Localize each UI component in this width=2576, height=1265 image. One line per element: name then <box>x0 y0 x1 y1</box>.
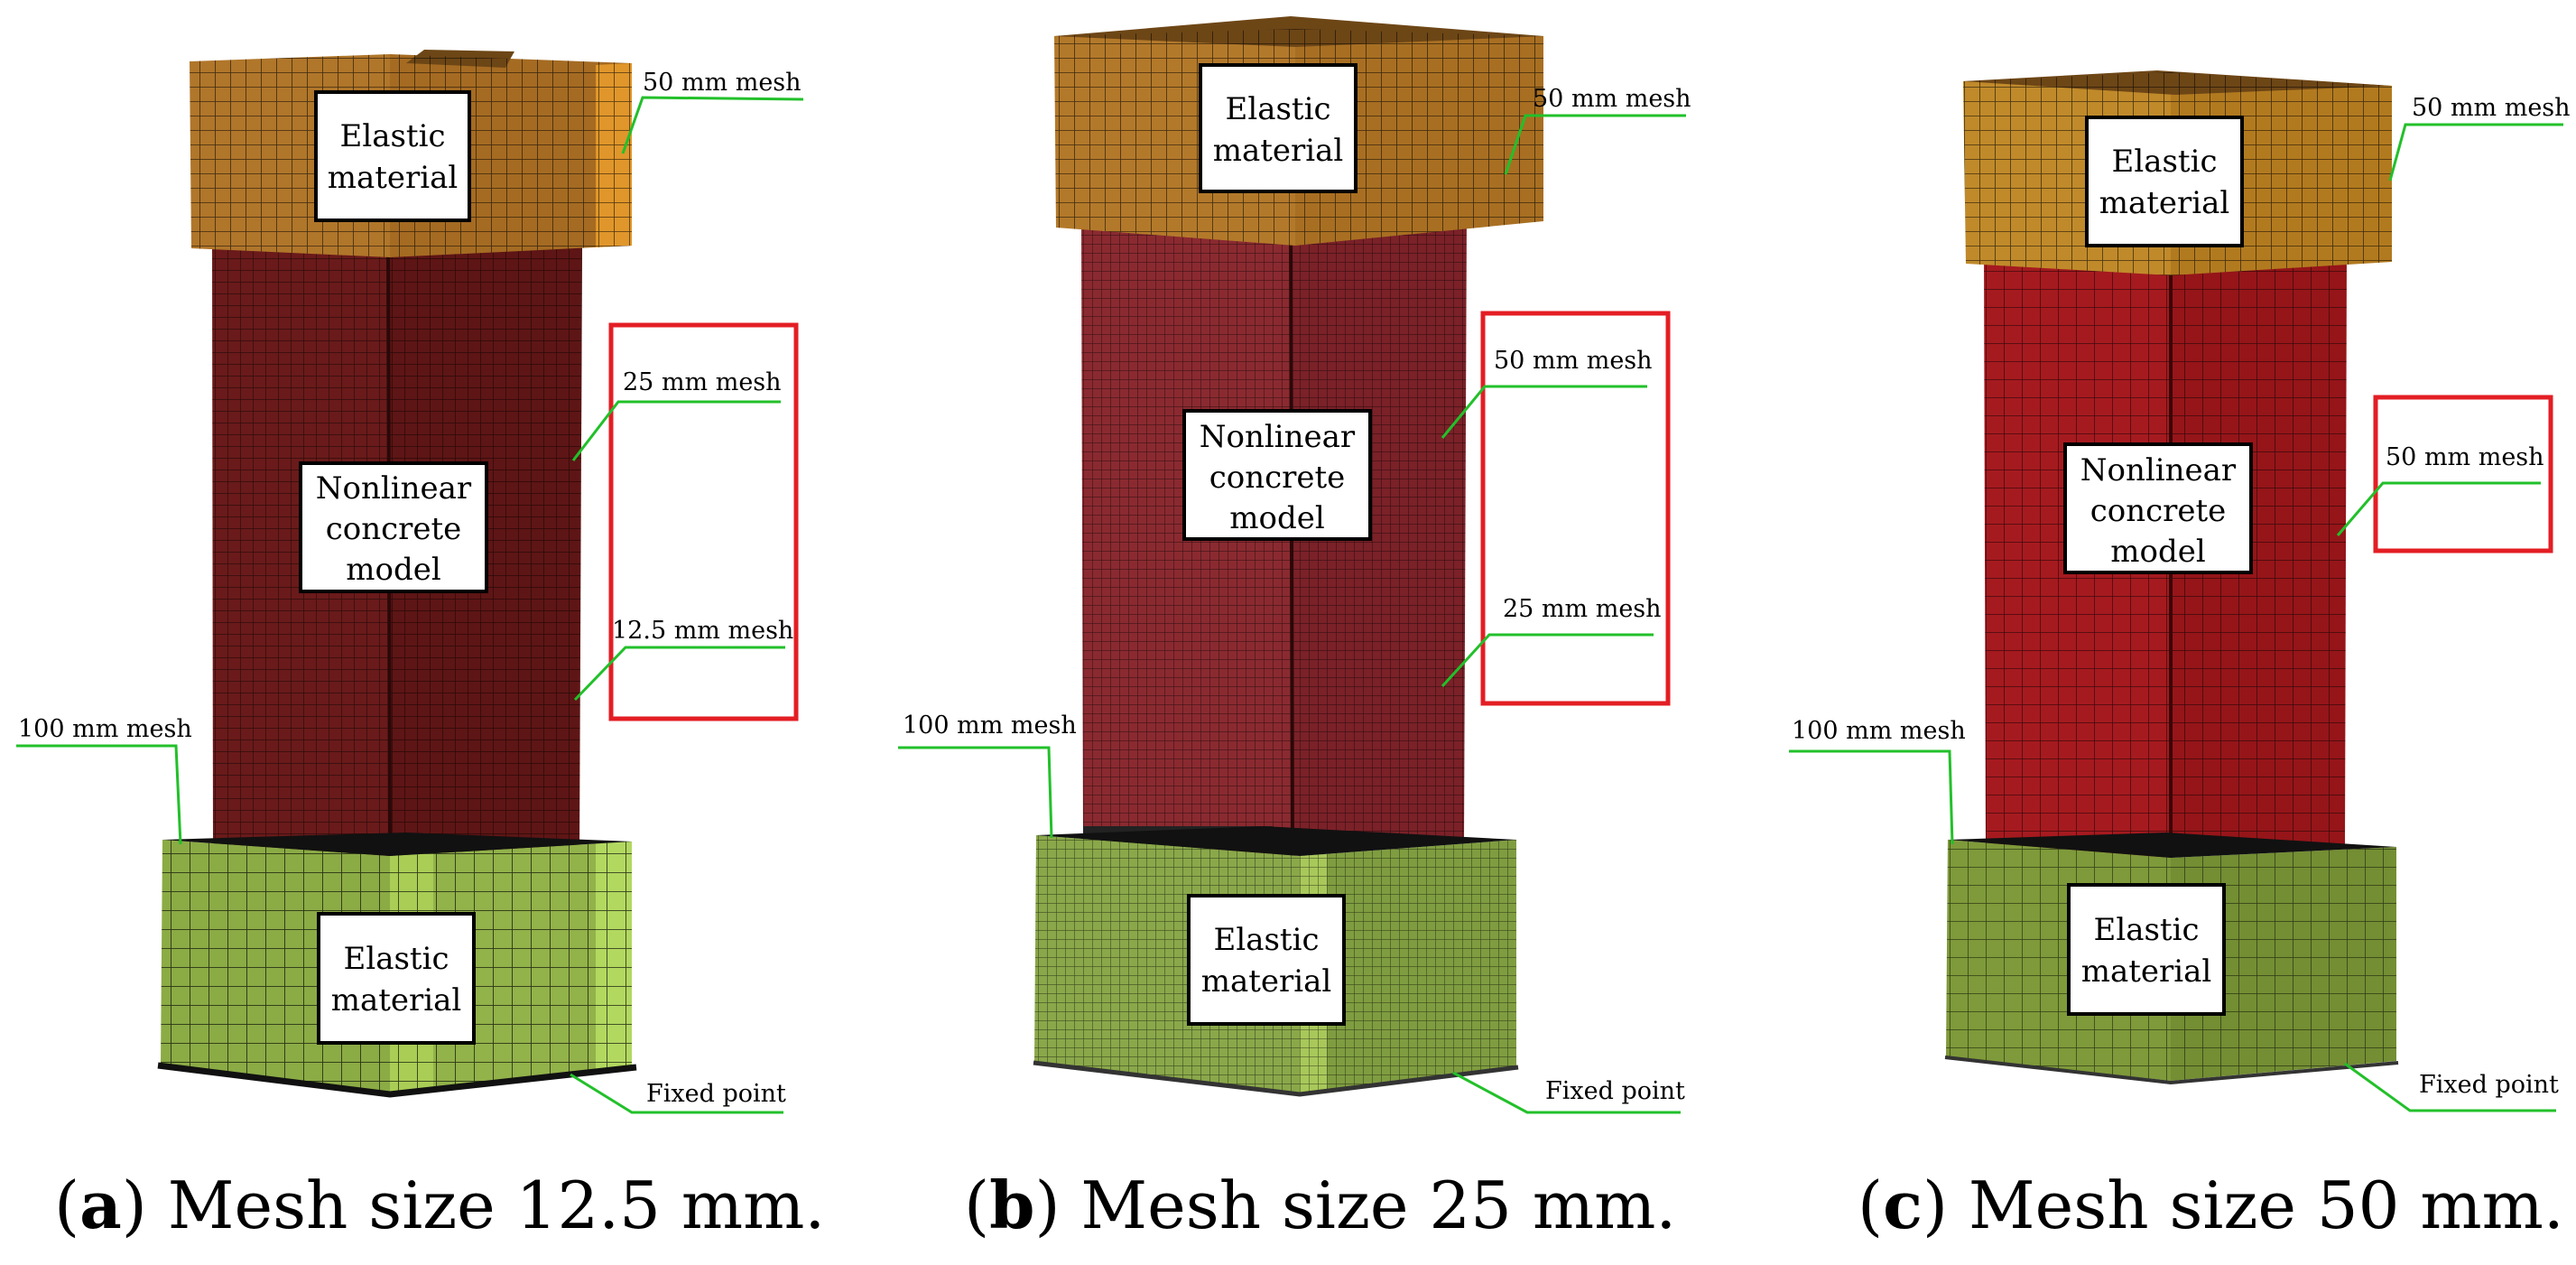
panel-c-column <box>1984 248 2347 858</box>
panel-c-middle-label-line-3: model <box>2110 534 2205 570</box>
svg-text:Fixed point: Fixed point <box>2419 1071 2559 1099</box>
panel-c-bottom-label: Elastic material <box>2067 883 2226 1016</box>
panel-a-bottom-label-line-2: material <box>331 982 462 1019</box>
panel-c-middle-label-line-1: Nonlinear <box>2080 452 2237 488</box>
panel-c-callout-fixed: Fixed point <box>2344 1062 2559 1112</box>
panel-a-middle-label-line-1: Nonlinear <box>316 470 472 507</box>
svg-text:25 mm mesh: 25 mm mesh <box>1503 595 1662 623</box>
svg-text:Fixed point: Fixed point <box>646 1080 786 1108</box>
panel-c-bottom-label-line-1: Elastic <box>2094 912 2200 948</box>
panel-a-middle-label: Nonlinear concrete model <box>299 461 488 593</box>
panel-c-middle-label-line-2: concrete <box>2090 493 2227 529</box>
panel-a-callout-lower: 12.5 mm mesh <box>573 617 793 702</box>
panel-a-bottom-label: Elastic material <box>317 912 476 1045</box>
panel-b-middle-label-line-3: model <box>1229 500 1324 536</box>
svg-text:50 mm mesh: 50 mm mesh <box>1533 85 1691 113</box>
svg-text:Fixed point: Fixed point <box>1545 1077 1685 1105</box>
svg-text:50 mm mesh: 50 mm mesh <box>1494 347 1653 375</box>
panel-a: Elastic material Nonlinear concrete mode… <box>16 50 825 1243</box>
panel-b-middle-label: Nonlinear concrete model <box>1182 409 1372 541</box>
svg-text:50 mm mesh: 50 mm mesh <box>2386 443 2544 471</box>
panel-a-top-label-line-2: material <box>328 160 459 196</box>
svg-text:100 mm mesh: 100 mm mesh <box>18 715 192 743</box>
panel-b-middle-label-line-2: concrete <box>1209 460 1346 496</box>
panel-c-top-label: Elastic material <box>2085 116 2244 247</box>
panel-a-callout-upper: 25 mm mesh <box>571 368 782 461</box>
panel-c-callout-top: 50 mm mesh <box>2388 94 2571 181</box>
panel-b-callout-base: 100 mm mesh <box>898 712 1077 839</box>
svg-text:100 mm mesh: 100 mm mesh <box>903 712 1077 739</box>
panel-c-top-label-line-1: Elastic <box>2112 144 2218 180</box>
panel-c: Elastic material Nonlinear concrete mode… <box>1789 70 2571 1243</box>
panel-a-top-label: Elastic material <box>314 90 471 222</box>
panel-b-top-label-line-2: material <box>1213 133 1344 169</box>
panel-a-middle-label-line-2: concrete <box>326 511 462 547</box>
svg-text:50 mm mesh: 50 mm mesh <box>2412 94 2571 122</box>
panel-b-top-label: Elastic material <box>1199 63 1357 193</box>
panel-c-callout-base: 100 mm mesh <box>1789 717 1966 845</box>
panel-a-highlight-box <box>608 322 799 721</box>
panel-b: Elastic material Nonlinear concrete mode… <box>898 16 1691 1243</box>
panel-b-callout-lower: 25 mm mesh <box>1441 595 1662 688</box>
panel-c-bottom-label-line-2: material <box>2081 953 2212 990</box>
panel-b-callout-top: 50 mm mesh <box>1504 85 1691 175</box>
panel-b-caption: (b) Mesh size 25 mm. <box>964 1167 1676 1243</box>
panel-a-middle-label-line-3: model <box>346 552 440 588</box>
panel-c-middle-label: Nonlinear concrete model <box>2063 442 2253 574</box>
panel-a-top-label-line-1: Elastic <box>340 118 446 154</box>
panel-b-middle-label-line-1: Nonlinear <box>1200 419 1356 455</box>
panel-c-callout-upper: 50 mm mesh <box>2336 443 2544 536</box>
panel-b-callout-fixed: Fixed point <box>1452 1071 1685 1114</box>
svg-text:100 mm mesh: 100 mm mesh <box>1792 717 1966 745</box>
panel-c-top-label-line-2: material <box>2099 185 2230 221</box>
panel-a-callout-base: 100 mm mesh <box>16 715 192 845</box>
panel-c-highlight-box <box>2373 395 2553 553</box>
panel-a-caption: (a) Mesh size 12.5 mm. <box>54 1167 825 1243</box>
panel-b-callout-upper: 50 mm mesh <box>1441 347 1653 439</box>
svg-text:12.5 mm mesh: 12.5 mm mesh <box>612 617 793 645</box>
panel-b-top-label-line-1: Elastic <box>1226 91 1331 127</box>
panel-a-bottom-label-line-1: Elastic <box>344 941 449 977</box>
svg-text:50 mm mesh: 50 mm mesh <box>643 69 802 97</box>
svg-text:25 mm mesh: 25 mm mesh <box>623 368 782 396</box>
panel-b-bottom-label: Elastic material <box>1187 894 1346 1026</box>
panel-c-caption: (c) Mesh size 50 mm. <box>1858 1167 2564 1243</box>
panel-a-callout-top: 50 mm mesh <box>621 69 804 154</box>
panel-a-callout-fixed: Fixed point <box>570 1073 786 1114</box>
panel-b-bottom-label-line-2: material <box>1201 963 1332 1000</box>
panel-b-bottom-label-line-1: Elastic <box>1214 922 1320 958</box>
panel-b-highlight-box <box>1480 311 1671 706</box>
